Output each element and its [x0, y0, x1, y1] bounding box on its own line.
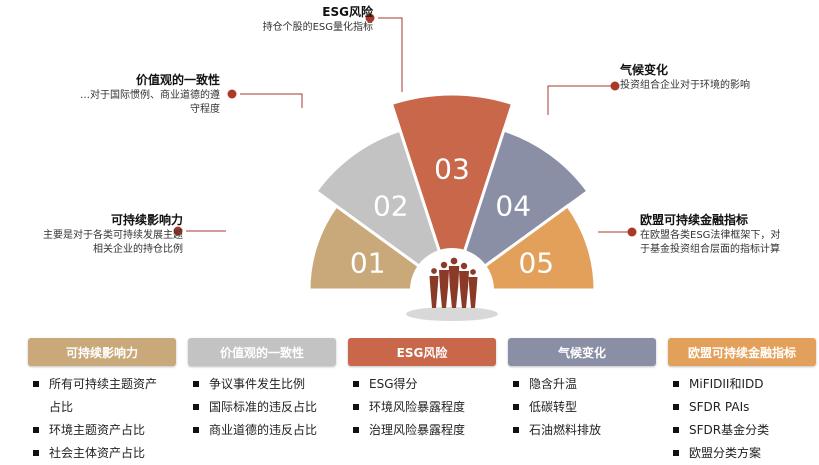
person-head	[440, 261, 448, 269]
person-body	[459, 271, 469, 308]
list-item: 欧盟分类方案	[673, 442, 769, 465]
list-item: 所有可持续主题资产	[33, 373, 157, 396]
callout-title: 可持续影响力	[110, 213, 183, 227]
person-body	[439, 270, 449, 308]
sector-number-01: 01	[350, 247, 386, 280]
sector-number-05: 05	[518, 247, 554, 280]
list-item: 占比	[49, 400, 74, 414]
esg-fan-diagram: 01 02 03 04 05	[173, 13, 637, 321]
list-item: 国际标准的违反占比	[193, 396, 317, 419]
connector-line-2	[240, 93, 303, 108]
callout-01: 可持续影响力 主要是对于各类可持续发展主题 相关企业的持仓比例	[18, 213, 183, 257]
callout-04: 气候变化 投资组合企业对于环境的影响	[620, 63, 800, 93]
metric-list-03: ESG得分 环境风险暴露程度 治理风险暴露程度	[353, 373, 465, 442]
category-pill-04: 气候变化	[508, 338, 656, 366]
connector-line-3	[378, 17, 403, 92]
sector-number-02: 02	[373, 190, 409, 223]
connector-dot-2	[227, 89, 237, 99]
person-head	[470, 269, 476, 275]
category-pill-03: ESG风险	[348, 338, 496, 366]
connector-dot-1	[173, 226, 183, 236]
list-item: 环境主题资产占比	[33, 419, 157, 442]
person-body	[468, 277, 478, 308]
person-body	[448, 266, 460, 308]
person-head	[450, 257, 458, 265]
list-item: 商业道德的违反占比	[193, 419, 317, 442]
list-item: SFDR PAIs	[673, 396, 769, 419]
list-item: 社会主体资产占比	[33, 442, 157, 465]
callout-title: 价值观的一致性	[135, 73, 220, 87]
connector-line-4	[547, 85, 612, 115]
category-pill-05: 欧盟可持续金融指标	[668, 338, 816, 366]
people-icon	[429, 257, 478, 308]
sector-number-03: 03	[434, 153, 470, 186]
metric-list-01: 所有可持续主题资产 占比 环境主题资产占比 社会主体资产占比	[33, 373, 157, 465]
list-item: 争议事件发生比例	[193, 373, 317, 396]
list-item: 低碳转型	[513, 396, 601, 419]
list-item: SFDR基金分类	[673, 419, 769, 442]
callout-03: ESG风险 持仓个股的ESG量化指标	[248, 5, 373, 35]
callout-desc: 守程度	[190, 104, 220, 115]
metric-list-04: 隐含升温 低碳转型 石油燃料排放	[513, 373, 601, 442]
callout-desc: 于基金投资组合层面的指标计算	[640, 244, 780, 255]
callout-desc: 投资组合企业对于环境的影响	[620, 80, 750, 91]
metric-list-02: 争议事件发生比例 国际标准的违反占比 商业道德的违反占比	[193, 373, 317, 442]
callout-desc: 相关企业的持仓比例	[93, 244, 183, 255]
hub-shadow	[406, 307, 498, 321]
category-pill-02: 价值观的一致性	[188, 338, 336, 366]
list-item: ESG得分	[353, 373, 465, 396]
person-body	[429, 276, 439, 308]
category-pill-01: 可持续影响力	[28, 338, 176, 366]
fan-sector-04	[449, 128, 590, 294]
callout-05: 欧盟可持续金融指标 在欧盟各类ESG法律框架下，对 于基金投资组合层面的指标计算	[640, 213, 815, 257]
list-item: MiFIDII和IDD	[673, 373, 769, 396]
callout-desc: 在欧盟各类ESG法律框架下，对	[640, 230, 781, 241]
callout-title: 欧盟可持续金融指标	[640, 213, 749, 227]
fan-sector-02	[314, 128, 455, 294]
connector-dot-3	[365, 13, 375, 23]
callout-title: ESG风险	[322, 5, 373, 19]
sector-number-04: 04	[495, 190, 531, 223]
callout-desc: 持仓个股的ESG量化指标	[262, 22, 373, 33]
list-item: 治理风险暴露程度	[353, 419, 465, 442]
callout-desc: 主要是对于各类可持续发展主题	[43, 230, 183, 241]
list-item: 隐含升温	[513, 373, 601, 396]
connector-dot-4	[610, 81, 620, 91]
list-item: 石油燃料排放	[513, 419, 601, 442]
list-item: 环境风险暴露程度	[353, 396, 465, 419]
metric-list-05: MiFIDII和IDD SFDR PAIs SFDR基金分类 欧盟分类方案	[673, 373, 769, 465]
callout-02: 价值观的一致性 …对于国际惯例、商业道德的遵 守程度	[60, 73, 220, 117]
person-head	[431, 268, 437, 274]
callout-title: 气候变化	[620, 63, 669, 77]
fan-sector-03	[389, 92, 515, 295]
callout-desc: …对于国际惯例、商业道德的遵	[80, 90, 220, 101]
person-head	[460, 262, 468, 270]
connector-dot-5	[627, 227, 637, 237]
